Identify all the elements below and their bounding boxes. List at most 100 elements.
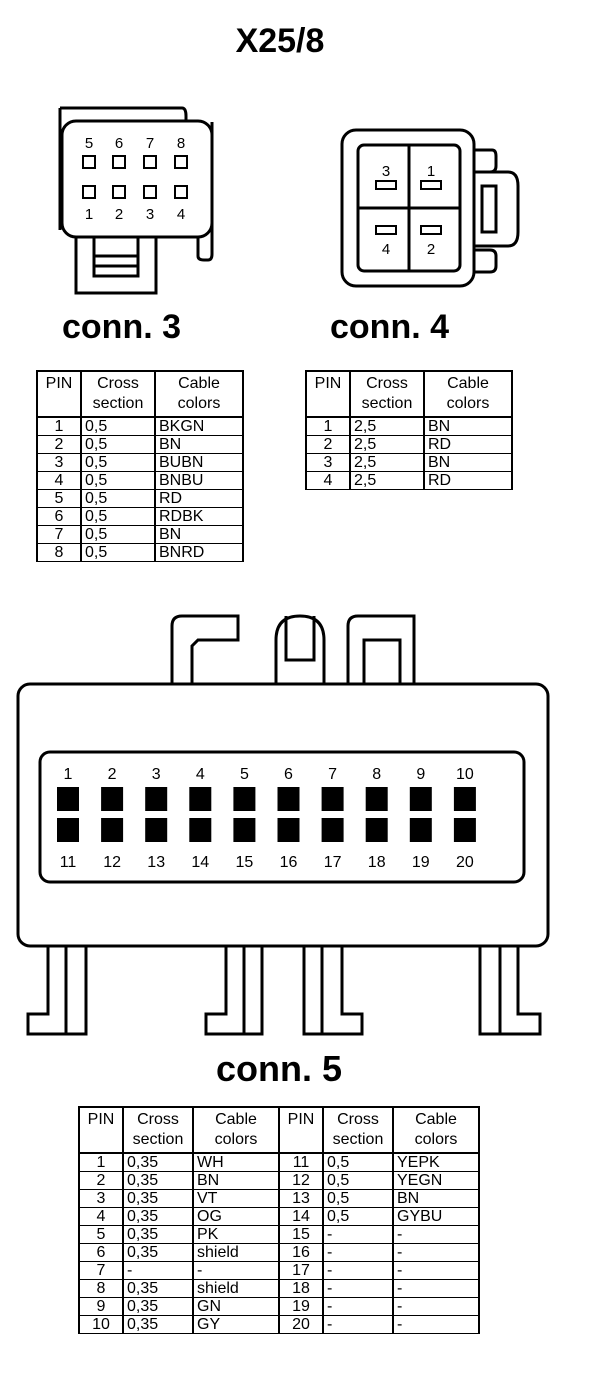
cable-color-cell: - — [392, 1315, 480, 1334]
conn3-label: conn. 3 — [62, 308, 182, 346]
cable-color-cell: RD — [154, 489, 244, 508]
pin-contact — [101, 818, 124, 842]
pin-cell: 4 — [78, 1207, 124, 1226]
cable-color-cell: YEPK — [392, 1152, 480, 1172]
pin-contact — [453, 818, 476, 842]
cross-section-cell: 0,35 — [122, 1171, 194, 1190]
cross-section-cell: 0,5 — [80, 471, 156, 490]
pin-cell: 4 — [305, 471, 351, 490]
pin-contact — [277, 818, 300, 842]
pin-number: 15 — [236, 854, 254, 871]
cross-section-cell: 2,5 — [349, 471, 425, 490]
cable-color-cell: BKGN — [154, 416, 244, 436]
pin-number: 2 — [115, 206, 123, 223]
pin-socket — [82, 185, 96, 199]
pin-cell: 1 — [36, 416, 82, 436]
conn4-label: conn. 4 — [330, 308, 450, 346]
pin-number: 1 — [427, 163, 435, 180]
pin-contact — [57, 787, 79, 811]
cable-color-cell: RDBK — [154, 507, 244, 526]
table-row: 7--17-- — [78, 1261, 480, 1280]
cable-color-cell: - — [392, 1243, 480, 1262]
pin-contact — [321, 818, 344, 842]
cross-section-cell: 0,35 — [122, 1315, 194, 1334]
pin-cell: 5 — [78, 1225, 124, 1244]
cross-section-cell: 0,5 — [322, 1171, 394, 1190]
pin-number: 10 — [456, 766, 474, 783]
cross-section-cell: 0,5 — [80, 489, 156, 508]
cross-section-cell: 0,35 — [122, 1297, 194, 1316]
pin-cell: 17 — [278, 1261, 324, 1280]
pin-cell: 1 — [78, 1152, 124, 1172]
cross-section-cell: 0,35 — [122, 1207, 194, 1226]
pin-cell: 11 — [278, 1152, 324, 1172]
cable-color-cell: shield — [192, 1279, 280, 1298]
pin-socket — [112, 155, 126, 169]
pin-number: 5 — [85, 135, 93, 152]
pin-contact — [189, 787, 212, 811]
conn3-connector — [58, 106, 214, 295]
cross-section-cell: 2,5 — [349, 416, 425, 436]
pin-contact — [145, 787, 168, 811]
cable-color-cell: - — [392, 1261, 480, 1280]
pin-number: 16 — [280, 854, 298, 871]
cross-section-cell: 0,5 — [80, 435, 156, 454]
cross-section-cell: 2,5 — [349, 453, 425, 472]
cross-section-cell: - — [322, 1315, 394, 1334]
cable-color-cell: GY — [192, 1315, 280, 1334]
cable-color-cell: BN — [192, 1171, 280, 1190]
pin-number: 12 — [103, 854, 121, 871]
pin-number: 7 — [328, 766, 337, 783]
pin-header: PIN — [278, 1106, 324, 1154]
pin-cell: 6 — [36, 507, 82, 526]
pin-socket — [143, 185, 157, 199]
pin-cell: 7 — [78, 1261, 124, 1280]
pin-number: 7 — [146, 135, 154, 152]
pin-socket — [112, 185, 126, 199]
pin-contact — [189, 818, 212, 842]
pin-slot — [375, 180, 397, 190]
cable-color-cell: VT — [192, 1189, 280, 1208]
pin-contact — [145, 818, 168, 842]
pin-contact — [453, 787, 476, 811]
pin-number: 5 — [240, 766, 249, 783]
pin-number: 20 — [456, 854, 474, 871]
cable-color-cell: - — [392, 1225, 480, 1244]
pin-cell: 12 — [278, 1171, 324, 1190]
cross-section-cell: 0,5 — [80, 416, 156, 436]
cable-color-cell: RD — [423, 471, 513, 490]
pin-contact — [365, 787, 388, 811]
cable-color-cell: GYBU — [392, 1207, 480, 1226]
cable-color-cell: PK — [192, 1225, 280, 1244]
cable-color-cell: - — [192, 1261, 280, 1280]
conn4-pin-slots — [375, 180, 442, 235]
conn5-connector — [16, 614, 550, 1036]
cable-color-cell: BNBU — [154, 471, 244, 490]
pin-number: 19 — [412, 854, 430, 871]
pin-cell: 1 — [305, 416, 351, 436]
cross-section-cell: - — [322, 1243, 394, 1262]
pin-number: 6 — [115, 135, 123, 152]
pin-cell: 18 — [278, 1279, 324, 1298]
pin-contact — [321, 787, 344, 811]
